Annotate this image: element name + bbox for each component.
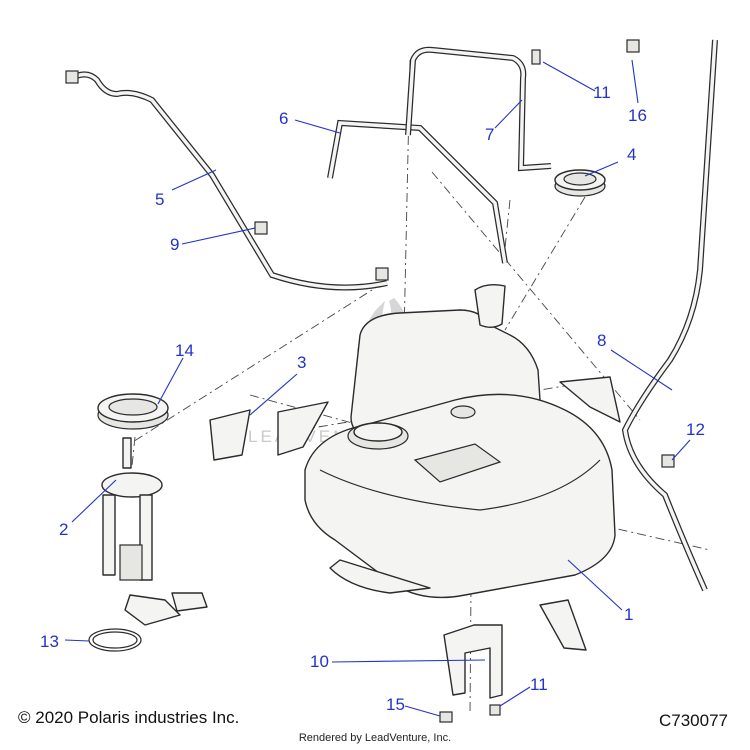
- callout-6: 6: [279, 109, 288, 128]
- tank-pads: [209, 376, 621, 651]
- callout-2: 2: [59, 520, 68, 539]
- callout-9: 9: [170, 235, 179, 254]
- callout-12: 12: [686, 420, 705, 439]
- bolt-11-bottom: [489, 704, 501, 716]
- callout-leaders: [64, 59, 691, 717]
- pump-gasket: [88, 628, 142, 652]
- hardware-fasteners: [254, 39, 675, 723]
- copyright-notice: © 2020 Polaris industries Inc.: [18, 708, 240, 727]
- tank-bracket: [443, 624, 503, 699]
- callout-10: 10: [310, 652, 329, 671]
- vent-line: [621, 39, 718, 592]
- callout-3: 3: [297, 353, 306, 372]
- bolt-15: [439, 711, 453, 723]
- tank-straps: [327, 46, 552, 264]
- fuel-pump-assembly: [101, 437, 208, 626]
- fuel-line: [65, 70, 389, 291]
- callout-5: 5: [155, 190, 164, 209]
- fastener-9: [254, 221, 268, 235]
- callout-7: 7: [485, 125, 494, 144]
- fill-ring: [554, 169, 606, 197]
- callout-4: 4: [627, 145, 636, 164]
- clip-12: [661, 454, 675, 468]
- rendered-by-credit: Rendered by LeadVenture, Inc.: [298, 732, 452, 744]
- fastener-11-top: [531, 49, 541, 65]
- drawing-number: C730077: [658, 711, 728, 730]
- callout-8: 8: [597, 331, 606, 350]
- callout-16: 16: [628, 106, 647, 125]
- lock-ring: [97, 393, 169, 430]
- clip-16: [626, 39, 640, 53]
- callout-11-top: 11: [593, 83, 611, 102]
- fuel-tank: [304, 283, 616, 599]
- callout-labels: 1 2 3 4 5 6 7 8 9 10 11 11 12 13 14 15 1…: [40, 83, 705, 714]
- callout-15: 15: [386, 695, 405, 714]
- callout-13: 13: [40, 632, 59, 651]
- callout-1: 1: [624, 605, 633, 624]
- callout-11-bottom: 11: [530, 675, 548, 694]
- callout-14: 14: [175, 341, 194, 360]
